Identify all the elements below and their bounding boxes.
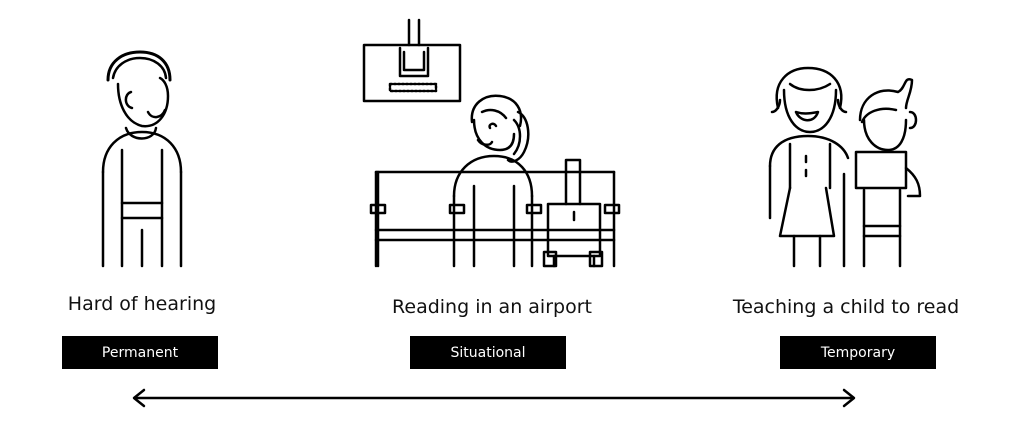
badge-temporary: Temporary — [780, 336, 936, 369]
caption-reading-in-airport: Reading in an airport — [392, 296, 592, 318]
caption-teaching-child: Teaching a child to read — [732, 296, 960, 318]
badge-permanent: Permanent — [62, 336, 218, 369]
badge-situational: Situational — [410, 336, 566, 369]
caption-hard-of-hearing: Hard of hearing — [67, 293, 217, 315]
person-hard-of-hearing-icon — [101, 50, 183, 268]
parent-and-child-icon — [768, 66, 922, 268]
airport-traveler-icon — [362, 18, 621, 268]
double-arrow-icon — [132, 388, 856, 408]
